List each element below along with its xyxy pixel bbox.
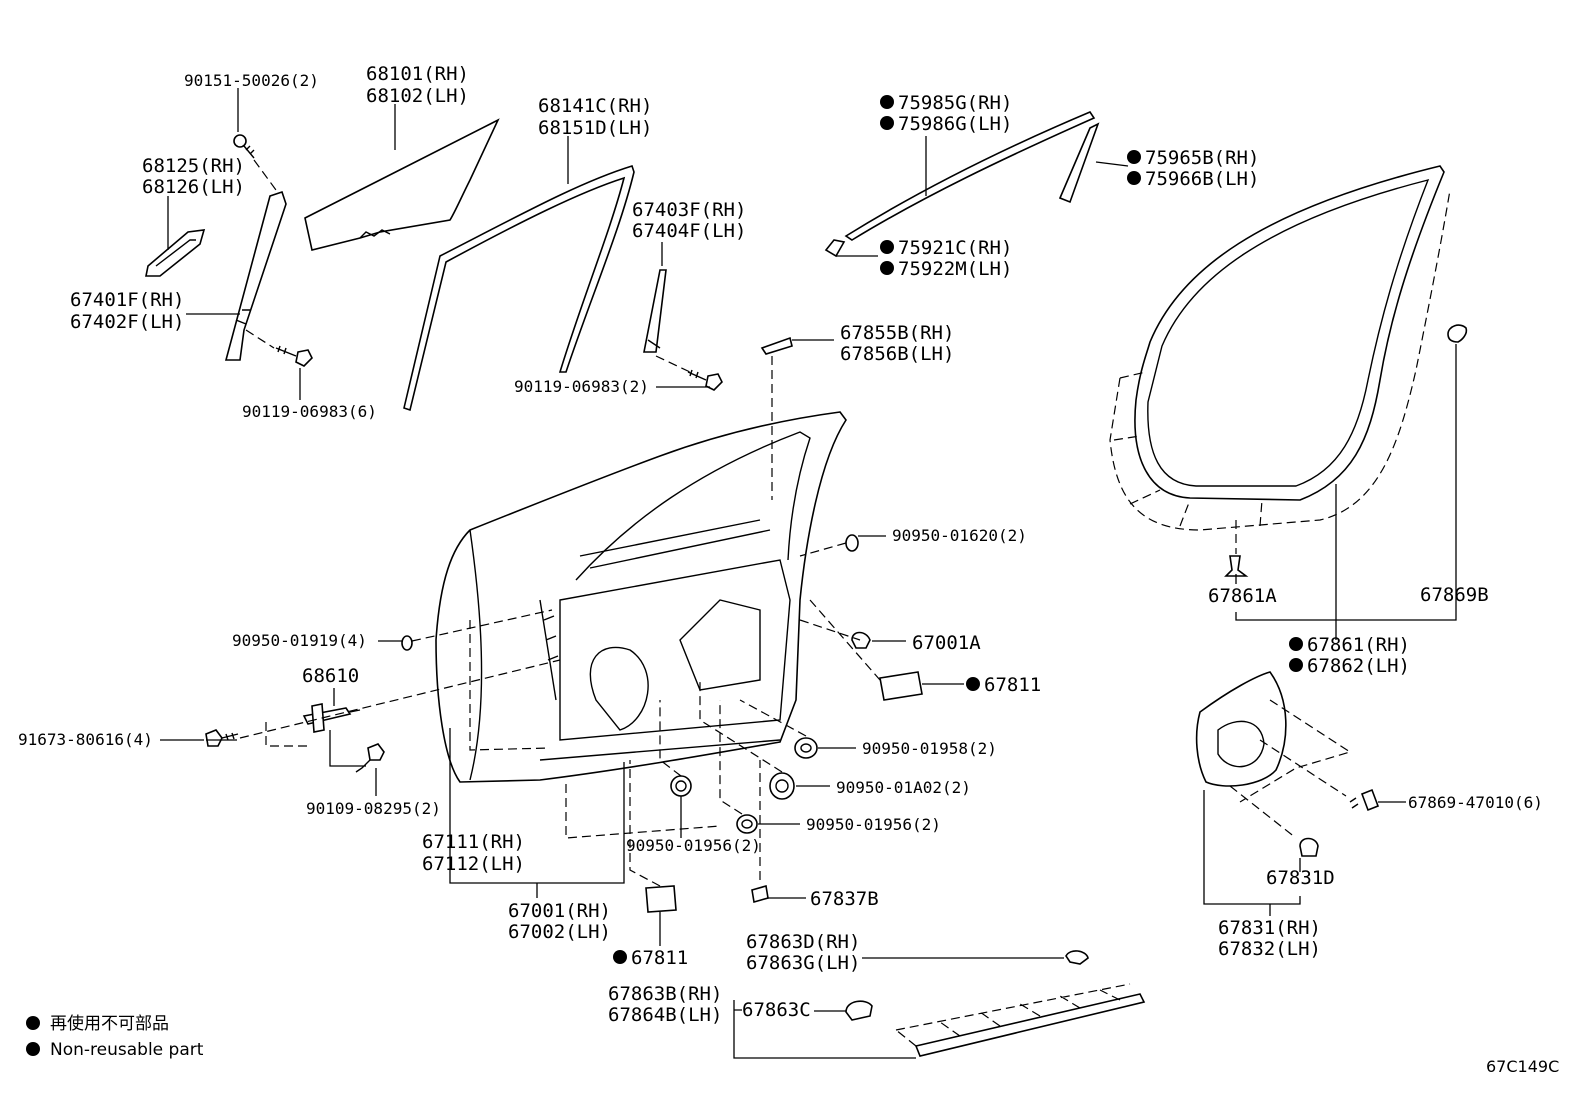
label-90950-01620[interactable]: 90950-01620(2)	[892, 526, 1027, 545]
door-panel-drawing	[435, 411, 847, 783]
label-90950-01919[interactable]: 90950-01919(4)	[232, 631, 367, 650]
rear-bar-drawing	[643, 269, 667, 353]
label-67811-b[interactable]: 67811	[631, 947, 688, 969]
door-small-parts-drawing	[401, 534, 923, 913]
rocker-moulding-drawing	[845, 950, 1146, 1057]
non-reusable-dot	[966, 677, 980, 691]
label-75985G[interactable]: 75985G(RH)	[898, 92, 1012, 114]
label-68125[interactable]: 68125(RH)	[142, 155, 245, 177]
non-reusable-dot	[880, 116, 894, 130]
legend: 再使用不可部品 Non-reusable part	[26, 1013, 204, 1060]
label-75965B[interactable]: 75965B(RH)	[1145, 147, 1259, 169]
label-90119-06983-2[interactable]: 90119-06983(2)	[514, 377, 649, 396]
non-reusable-dot	[1289, 637, 1303, 651]
division-bar-drawing	[224, 190, 287, 361]
label-75986G[interactable]: 75986G(LH)	[898, 113, 1012, 135]
service-cover-drawing	[1195, 671, 1352, 803]
label-68151D[interactable]: 68151D(LH)	[538, 117, 652, 139]
non-reusable-dot	[1127, 171, 1141, 185]
label-75921C[interactable]: 75921C(RH)	[898, 237, 1012, 259]
legend-dot-jp	[26, 1016, 40, 1030]
label-67402F[interactable]: 67402F(LH)	[70, 311, 184, 333]
label-90109-08295[interactable]: 90109-08295(2)	[306, 799, 441, 818]
label-67831D[interactable]: 67831D	[1266, 867, 1335, 889]
label-75922M[interactable]: 75922M(LH)	[898, 258, 1012, 280]
diagram-code: 67C149C	[1486, 1057, 1559, 1076]
label-67869-47010[interactable]: 67869-47010(6)	[1408, 793, 1543, 812]
label-67001A[interactable]: 67001A	[912, 632, 981, 654]
legend-dot-en	[26, 1042, 40, 1056]
label-68102[interactable]: 68102(LH)	[366, 85, 469, 107]
label-67111[interactable]: 67111(RH)	[422, 831, 525, 853]
label-68126[interactable]: 68126(LH)	[142, 176, 245, 198]
label-67832[interactable]: 67832(LH)	[1218, 938, 1321, 960]
leader-lines	[160, 88, 1457, 1059]
label-68141C[interactable]: 68141C(RH)	[538, 95, 652, 117]
ws-clips-drawing	[1224, 324, 1468, 577]
label-91673-80616[interactable]: 91673-80616(4)	[18, 730, 153, 749]
label-67863C[interactable]: 67863C	[742, 999, 811, 1021]
non-reusable-dot	[880, 95, 894, 109]
label-67856B[interactable]: 67856B(LH)	[840, 343, 954, 365]
moulding-drawing	[145, 229, 206, 277]
label-67002[interactable]: 67002(LH)	[508, 921, 611, 943]
non-reusable-dot	[613, 950, 627, 964]
label-90950-01A02[interactable]: 90950-01A02(2)	[836, 778, 971, 797]
label-67864B[interactable]: 67864B(LH)	[608, 1004, 722, 1026]
non-reusable-dot	[880, 261, 894, 275]
label-67855B[interactable]: 67855B(RH)	[840, 322, 954, 344]
label-67862[interactable]: 67862(LH)	[1307, 655, 1410, 677]
legend-en-text: Non-reusable part	[50, 1040, 204, 1060]
label-90950-01958[interactable]: 90950-01958(2)	[862, 739, 997, 758]
label-67112[interactable]: 67112(LH)	[422, 853, 525, 875]
label-67869B[interactable]: 67869B	[1420, 584, 1489, 606]
label-67404F[interactable]: 67404F(LH)	[632, 220, 746, 242]
glass-run-drawing	[403, 165, 635, 412]
non-reusable-dot	[1289, 658, 1303, 672]
non-reusable-dot	[880, 240, 894, 254]
label-75966B[interactable]: 75966B(LH)	[1145, 168, 1259, 190]
label-68101[interactable]: 68101(RH)	[366, 63, 469, 85]
door-glass-drawing	[304, 118, 500, 251]
label-67401F[interactable]: 67401F(RH)	[70, 289, 184, 311]
label-67861[interactable]: 67861(RH)	[1307, 634, 1410, 656]
label-67861A[interactable]: 67861A	[1208, 585, 1277, 607]
label-90950-01956-b[interactable]: 90950-01956(2)	[626, 836, 761, 855]
label-67837B[interactable]: 67837B	[810, 888, 879, 910]
door-check-drawing	[205, 703, 385, 773]
label-67811-a[interactable]: 67811	[984, 674, 1041, 696]
label-67863B[interactable]: 67863B(RH)	[608, 983, 722, 1005]
part-labels: 90151-50026(2) 68101(RH) 68102(LH) 68141…	[18, 63, 1543, 1026]
screw-drawing	[233, 134, 723, 391]
clip-67869-47010-drawing	[1299, 788, 1380, 857]
label-90151-50026[interactable]: 90151-50026(2)	[184, 71, 319, 90]
label-90119-06983-6[interactable]: 90119-06983(6)	[242, 402, 377, 421]
label-67403F[interactable]: 67403F(RH)	[632, 199, 746, 221]
outer-mouldings-drawing	[824, 111, 1100, 258]
label-67831[interactable]: 67831(RH)	[1218, 917, 1321, 939]
non-reusable-dot	[1127, 150, 1141, 164]
label-90950-01956-a[interactable]: 90950-01956(2)	[806, 815, 941, 834]
label-68610[interactable]: 68610	[302, 665, 359, 687]
label-67001[interactable]: 67001(RH)	[508, 900, 611, 922]
label-67863D[interactable]: 67863D(RH)	[746, 931, 860, 953]
weatherstrip-drawing	[1109, 165, 1451, 531]
label-67863G[interactable]: 67863G(LH)	[746, 952, 860, 974]
legend-jp-text: 再使用不可部品	[50, 1013, 169, 1034]
clip-67855-drawing	[760, 336, 793, 355]
